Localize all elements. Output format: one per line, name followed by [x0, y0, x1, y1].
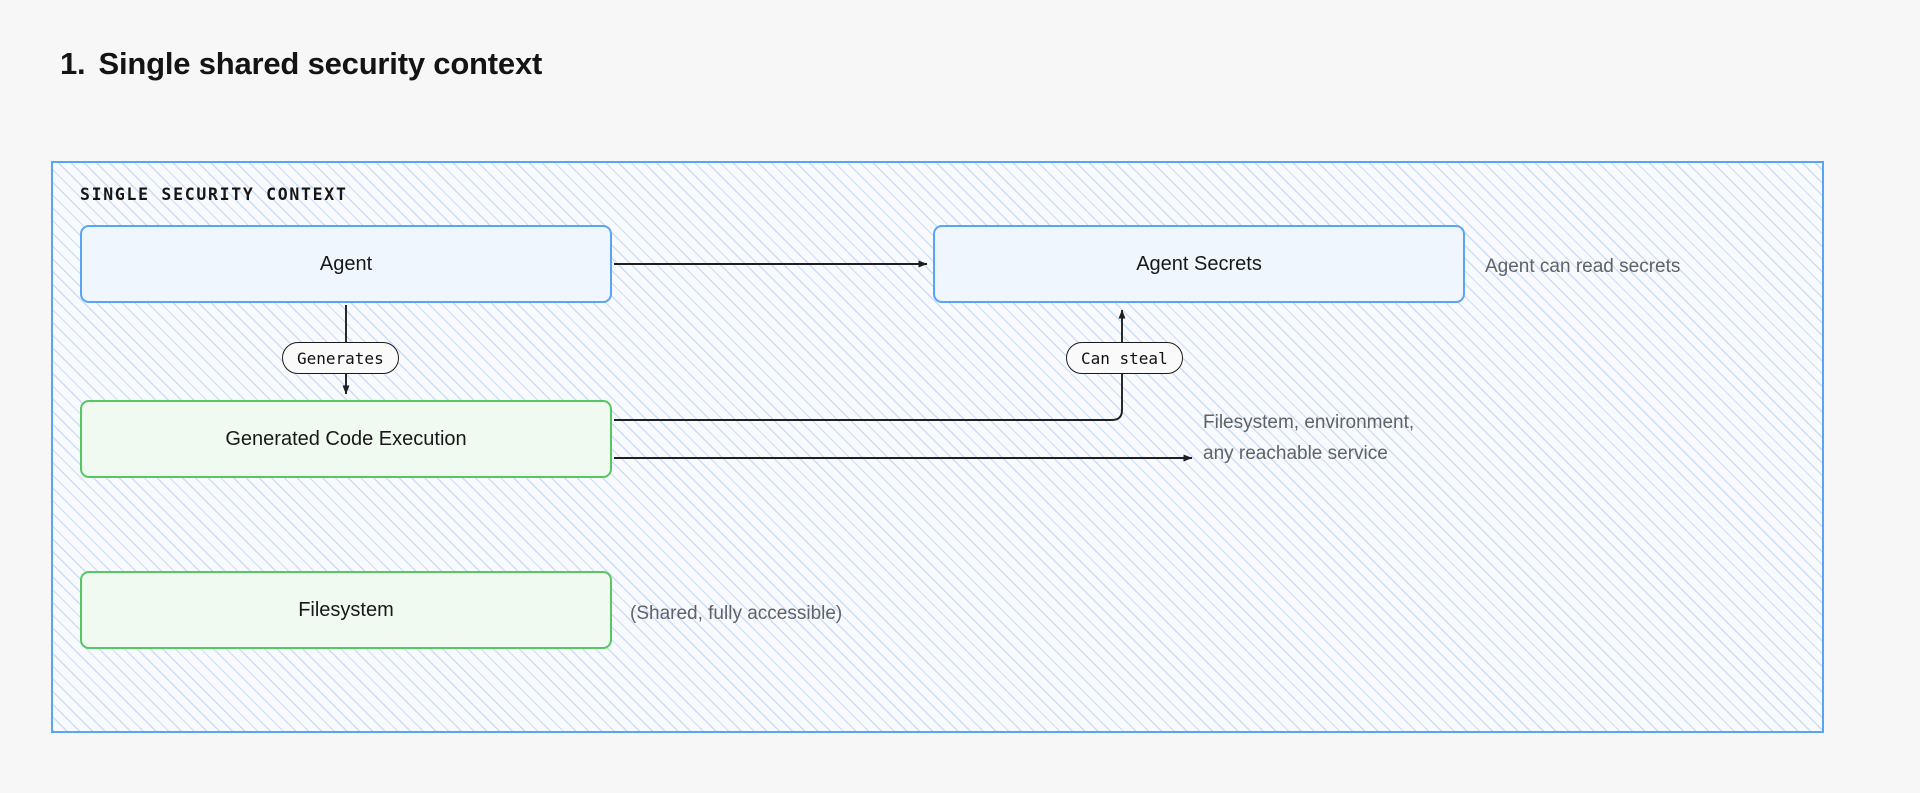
node-generated-code-execution[interactable]: Generated Code Execution — [80, 400, 612, 478]
security-context-label: SINGLE SECURITY CONTEXT — [80, 185, 348, 204]
node-agent-secrets-label: Agent Secrets — [1136, 252, 1262, 275]
node-agent[interactable]: Agent — [80, 225, 612, 303]
node-agent-label: Agent — [319, 252, 373, 275]
edge-label-can-steal: Can steal — [1066, 342, 1183, 374]
edge-label-generates: Generates — [282, 342, 399, 374]
node-agent-secrets[interactable]: Agent Secrets — [933, 225, 1465, 303]
annotation-reachable-scope: Filesystem, environment, any reachable s… — [1203, 412, 1415, 464]
edge-code-exec-to-secrets — [614, 309, 1126, 421]
edge-label-can-steal-text: Can steal — [1081, 348, 1168, 368]
node-generated-code-execution-label: Generated Code Execution — [225, 427, 467, 450]
node-filesystem[interactable]: Filesystem — [80, 571, 612, 649]
annotation-agent-can-read-secrets: Agent can read secrets — [1485, 256, 1681, 277]
security-context-container: SINGLE SECURITY CONTEXT Agent Agent Secr… — [51, 161, 1824, 733]
annotation-filesystem-shared: (Shared, fully accessible) — [630, 603, 843, 624]
page-title: 1. Single shared security context — [60, 46, 542, 82]
node-filesystem-label: Filesystem — [298, 598, 394, 621]
page-title-text: Single shared security context — [98, 46, 543, 81]
page-title-number: 1. — [60, 46, 86, 81]
edge-label-generates-text: Generates — [297, 348, 384, 368]
